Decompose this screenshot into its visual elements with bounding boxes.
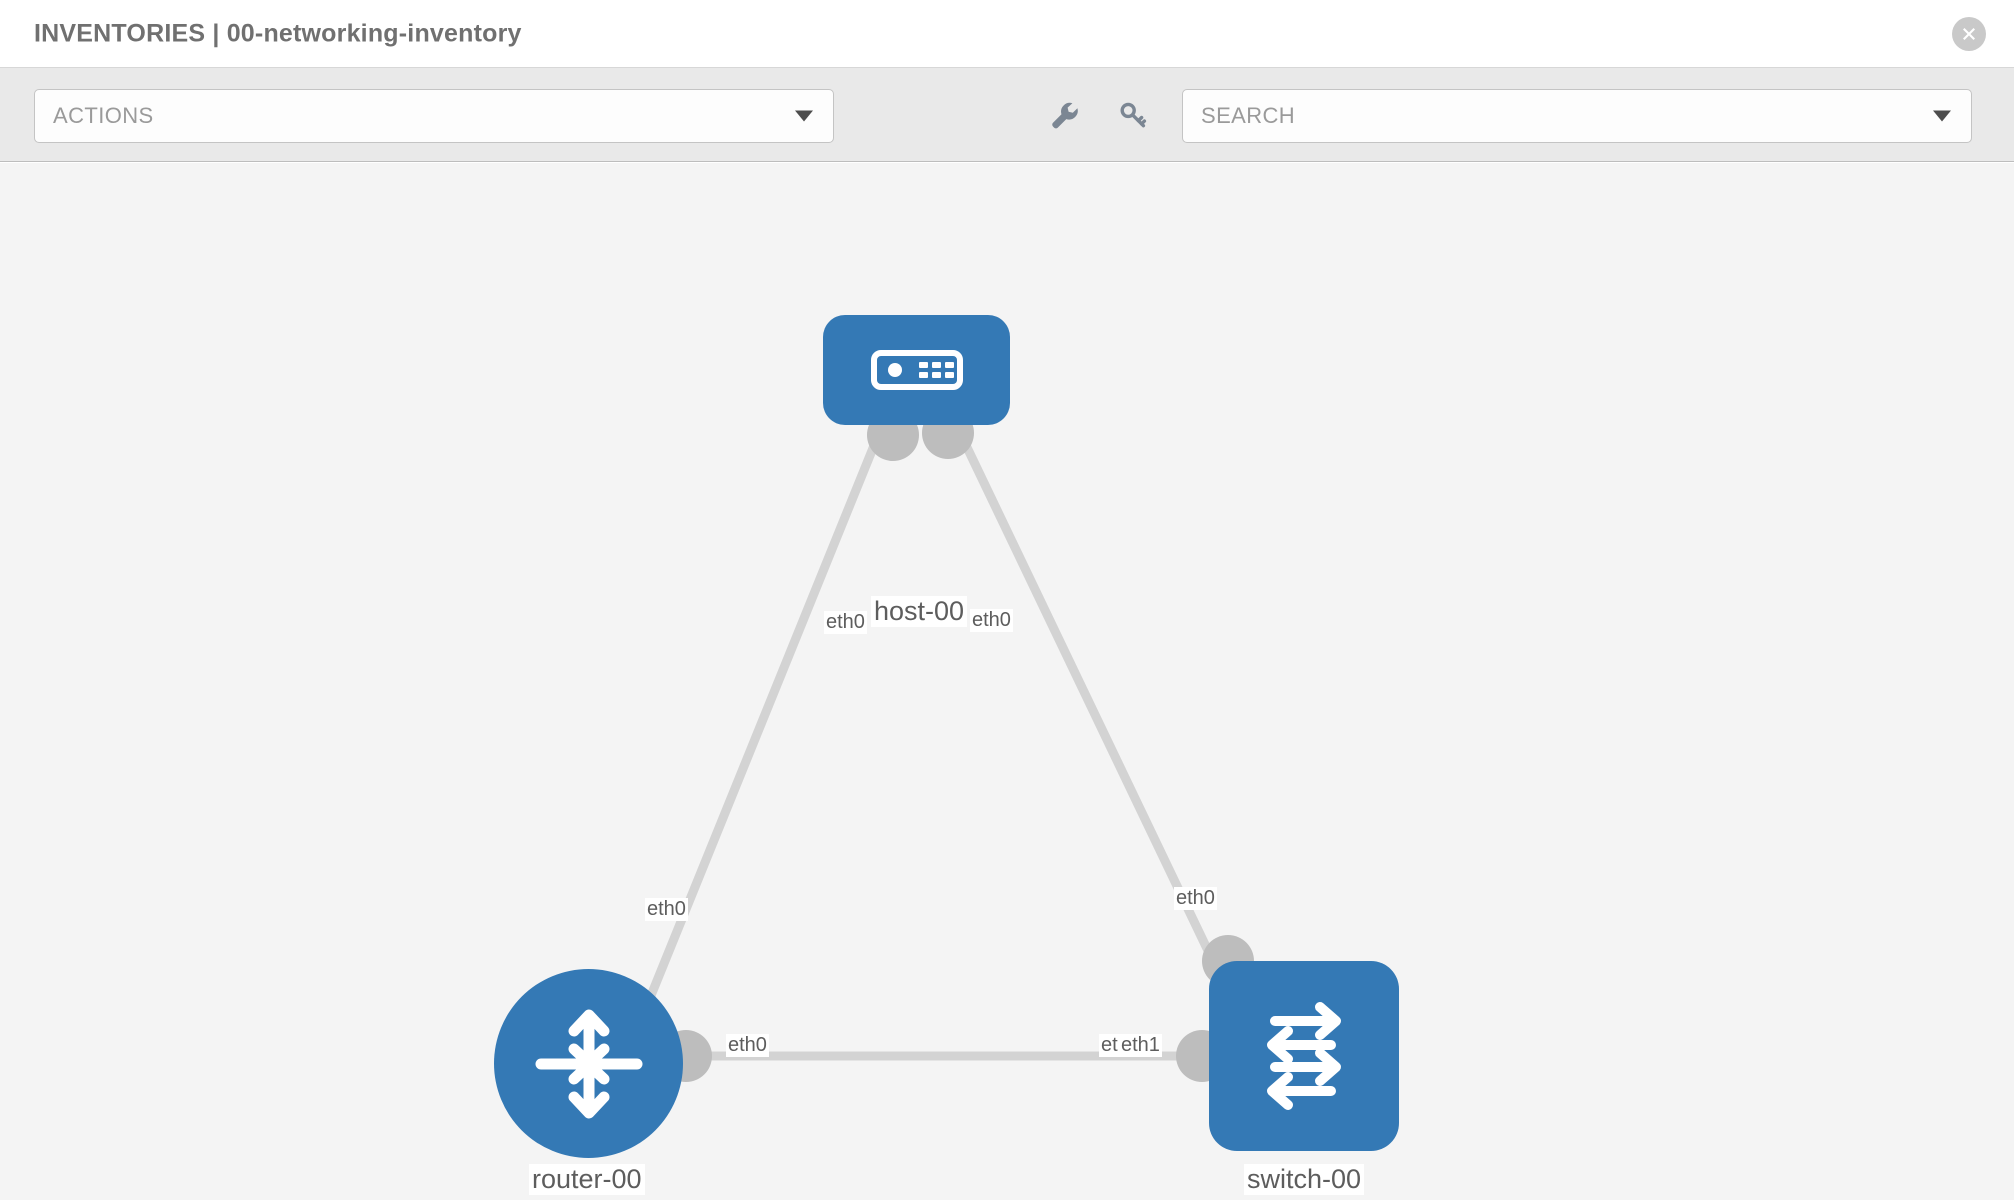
- server-appliance-icon: [870, 350, 963, 390]
- node-host-00[interactable]: [823, 315, 1010, 425]
- node-router-00[interactable]: [494, 969, 683, 1158]
- edge-label-router-uplink: eth0: [645, 898, 688, 921]
- key-button[interactable]: [1110, 92, 1156, 138]
- edge-label-router-lan: eth0: [726, 1034, 769, 1057]
- four-arrows-icon: [535, 1009, 642, 1118]
- chevron-down-icon: [795, 110, 813, 122]
- switch-arrows-icon: [1267, 1002, 1341, 1110]
- chevron-down-icon[interactable]: [1933, 110, 1951, 122]
- key-icon: [1120, 102, 1147, 127]
- node-label-router-00: router-00: [529, 1164, 645, 1195]
- topology-graph: [630, 407, 1254, 1082]
- node-switch-00[interactable]: [1209, 961, 1399, 1151]
- search-input-text: SEARCH: [1201, 103, 1296, 128]
- edge-label-host-right: eth0: [970, 609, 1013, 632]
- edge-label-host-left: eth0: [824, 611, 867, 634]
- node-label-host-00: host-00: [871, 596, 968, 627]
- edge-host-router: [630, 411, 891, 1040]
- close-icon: [1963, 27, 1975, 40]
- edge-label-switch-lan-overlap-b: eth1: [1119, 1034, 1162, 1057]
- page-header: INVENTORIES | 00-networking-inventory: [0, 0, 2014, 68]
- actions-dropdown[interactable]: ACTIONS: [34, 89, 834, 143]
- edge-host-switch: [947, 411, 1239, 1010]
- breadcrumb: INVENTORIES | 00-networking-inventory: [34, 19, 522, 47]
- actions-dropdown-label: ACTIONS: [53, 103, 154, 128]
- search-input[interactable]: SEARCH: [1182, 89, 1972, 143]
- close-button[interactable]: [1952, 16, 1986, 51]
- node-label-switch-00: switch-00: [1244, 1164, 1365, 1195]
- toolbar: ACTIONS SEARCH: [0, 68, 2014, 162]
- wrench-button[interactable]: [1040, 92, 1086, 138]
- topology-canvas[interactable]: host-00 router-0: [0, 163, 2014, 1200]
- wrench-icon: [1052, 102, 1078, 128]
- edge-label-switch-uplink: eth0: [1174, 887, 1217, 910]
